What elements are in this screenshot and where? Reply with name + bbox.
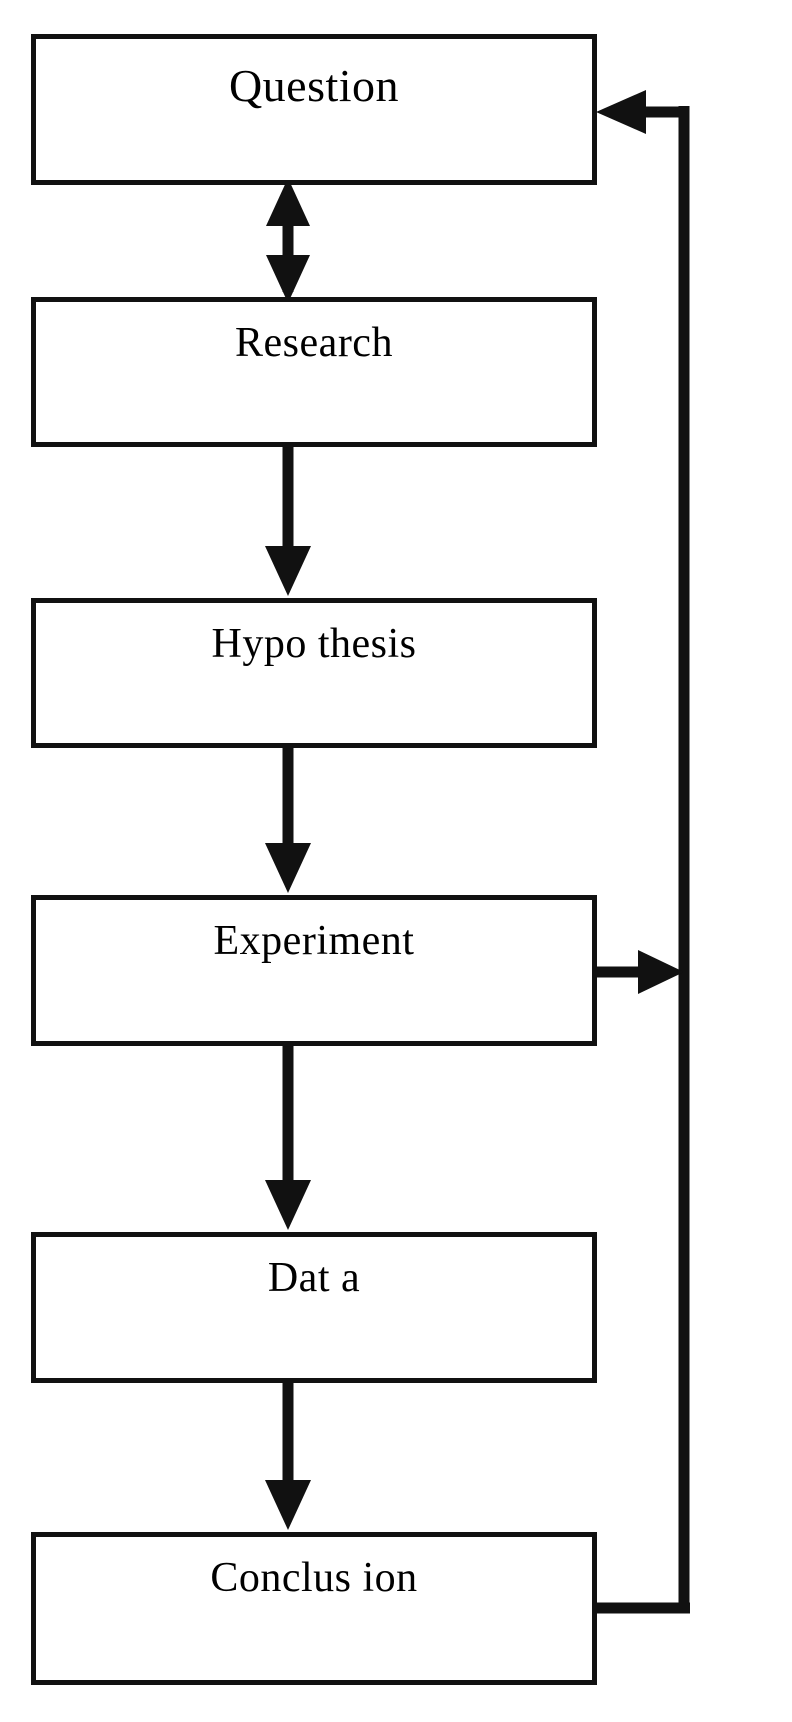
connector-bus-to-question: [596, 90, 684, 134]
node-conclusion[interactable]: Conclus ion: [31, 1532, 597, 1685]
connector-experiment-data: [265, 1046, 311, 1230]
node-research[interactable]: Research: [31, 297, 597, 447]
node-data[interactable]: Dat a: [31, 1232, 597, 1383]
node-conclusion-label: Conclus ion: [210, 1555, 418, 1601]
connector-research-hypothesis: [265, 447, 311, 596]
node-hypothesis[interactable]: Hypo thesis: [31, 598, 597, 748]
node-experiment[interactable]: Experiment: [31, 895, 597, 1046]
node-experiment-label: Experiment: [213, 918, 415, 964]
connector-data-conclusion: [265, 1383, 311, 1530]
node-question[interactable]: Question: [31, 34, 597, 185]
node-question-label: Question: [228, 60, 400, 111]
connector-question-research: [266, 178, 310, 303]
connector-hypothesis-experiment: [265, 748, 311, 893]
node-hypothesis-label: Hypo thesis: [211, 621, 417, 667]
node-data-label: Dat a: [267, 1255, 361, 1301]
node-research-label: Research: [235, 320, 393, 366]
